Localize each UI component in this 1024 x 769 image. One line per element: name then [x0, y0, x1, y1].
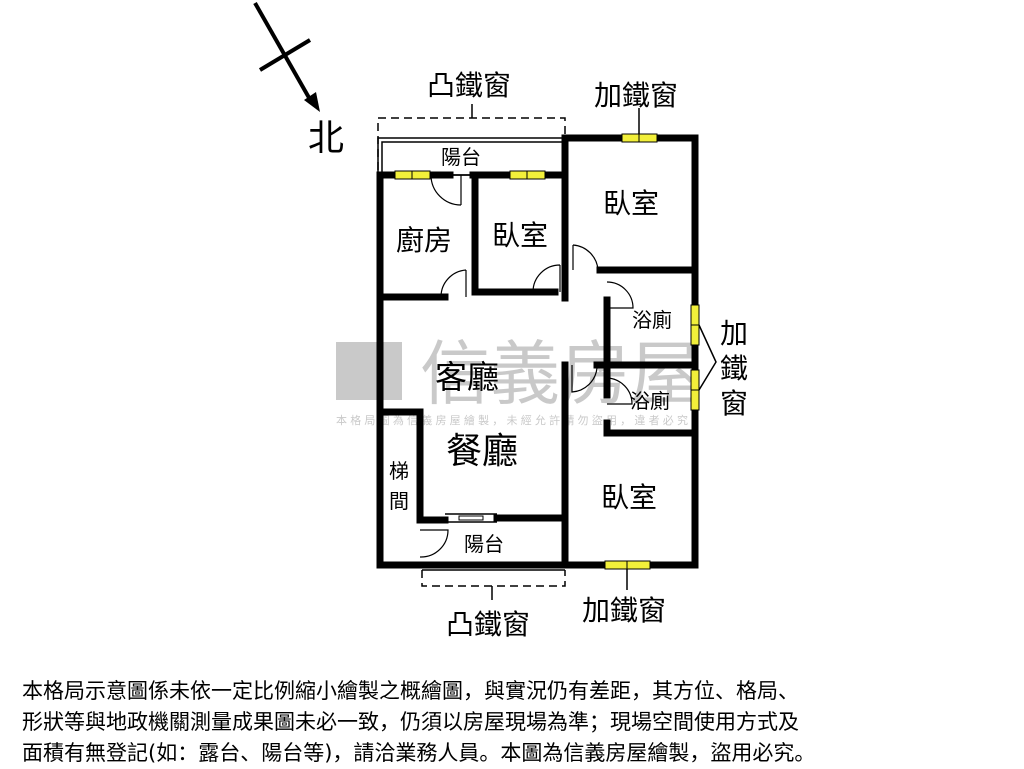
door-bathroom-2	[606, 377, 633, 405]
brand-logo-icon	[336, 342, 402, 400]
label-stairwell-1: 梯	[389, 459, 409, 483]
door-balcony-bottom	[419, 529, 449, 558]
sliding-door[interactable]	[445, 513, 497, 523]
disclaimer-line: 本格局示意圖係未依一定比例縮小繪製之概繪圖，與實況仍有差距，其方位、格局、	[22, 679, 799, 703]
door-kitchen-balcony	[430, 174, 462, 206]
label-iron-window-top: 加鐵窗	[594, 79, 678, 112]
label-bathroom-2: 浴廁	[630, 389, 670, 413]
door-bedroom-top-right	[572, 244, 599, 271]
label-bay-window-bottom: 凸鐵窗	[446, 608, 530, 641]
disclaimer-line: 形狀等與地政機關測量成果圖未必一致，仍須以房屋現場為準；現場空間使用方式及	[22, 710, 799, 734]
door-kitchen	[440, 269, 467, 298]
label-iron-window-bottom: 加鐵窗	[582, 594, 666, 627]
north-arrow: 北	[253, 2, 344, 159]
right-iron-window-leader	[698, 324, 717, 391]
label-kitchen: 廚房	[396, 224, 452, 257]
label-bedroom-top-right: 臥室	[603, 187, 659, 220]
label-balcony-bottom: 陽台	[464, 532, 504, 556]
label-stairwell-2: 間	[389, 489, 409, 513]
label-bathroom-1: 浴廁	[632, 308, 672, 332]
doors[interactable]	[419, 174, 634, 558]
label-bedroom-bottom-right: 臥室	[601, 481, 657, 514]
watermark-brand: 信義房屋	[420, 333, 700, 415]
disclaimer: 本格局示意圖係未依一定比例縮小繪製之概繪圖，與實況仍有差距，其方位、格局、 形狀…	[22, 676, 1012, 769]
watermark-notice: 本格局圖為信義房屋繪製，未經允許請勿盜用，違者必究	[336, 413, 688, 427]
watermark: 信義房屋 本格局圖為信義房屋繪製，未經允許請勿盜用，違者必究	[336, 333, 700, 427]
label-bedroom-small: 臥室	[492, 219, 548, 252]
label-dining-room: 餐廳	[446, 431, 518, 472]
disclaimer-line: 面積有無登記(如：露台、陽台等)，請洽業務人員。本圖為信義房屋繪製，盜用必究。	[22, 741, 816, 765]
label-iron-window-right-1: 加	[720, 317, 748, 350]
label-living-room: 客廳	[435, 358, 499, 396]
bottom-bay-window	[421, 570, 566, 587]
label-iron-window-right-2: 鐵	[720, 352, 748, 385]
north-label: 北	[308, 118, 344, 159]
door-bedroom-small	[532, 264, 561, 293]
label-iron-window-right-3: 窗	[720, 387, 748, 420]
door-bathroom-1	[606, 281, 634, 309]
label-balcony-top: 陽台	[441, 145, 481, 169]
door-bathroom-2b	[571, 365, 598, 393]
label-bay-window-top: 凸鐵窗	[427, 69, 511, 102]
